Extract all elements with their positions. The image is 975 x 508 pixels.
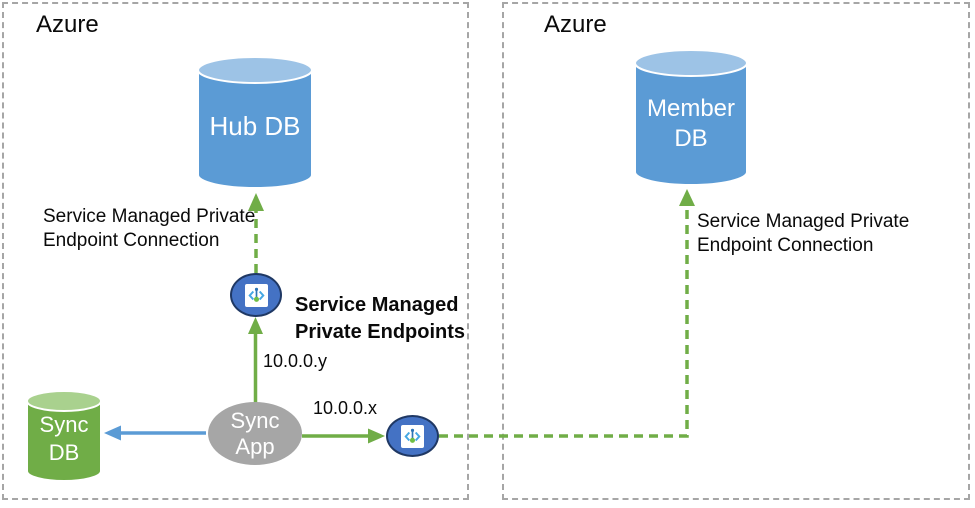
- member-db-label: Member DB: [646, 94, 736, 152]
- private-endpoint-icon: [401, 424, 424, 448]
- left-endpoint-connection-label: Service Managed Private Endpoint Connect…: [43, 206, 256, 251]
- azure-box-right: [502, 2, 970, 500]
- azure-region-title-right: Azure: [544, 11, 607, 38]
- hub-db-label: Hub DB: [209, 111, 301, 141]
- azure-box-left: [2, 2, 469, 500]
- service-managed-private-endpoints-title: Service Managed Private Endpoints: [295, 294, 466, 343]
- database-cylinder-shape: [26, 390, 102, 482]
- private-endpoint-upper: [230, 273, 282, 317]
- ip-address-x-label: 10.0.0.x: [313, 398, 378, 418]
- member-db-cylinder: Member DB: [633, 48, 749, 187]
- private-endpoint-icon: [244, 283, 268, 307]
- sync-db-label: Sync DB: [39, 412, 89, 465]
- private-endpoint-glyph: [404, 428, 421, 443]
- hub-db-cylinder: Hub DB: [196, 55, 314, 190]
- right-endpoint-connection-label: Service Managed Private Endpoint Connect…: [697, 211, 910, 256]
- sync-app-label: Sync App: [230, 407, 280, 459]
- sync-db-cylinder: Sync DB: [25, 390, 103, 482]
- database-cylinder-shape: [197, 56, 313, 189]
- sync-app-ellipse: Sync App: [208, 402, 302, 465]
- connector-sync-app-to-sync-db: [104, 425, 206, 441]
- ip-address-y-label: 10.0.0.y: [263, 351, 328, 371]
- private-endpoint-glyph: [247, 287, 265, 302]
- private-endpoint-bottom: [386, 415, 439, 457]
- azure-region-title-left: Azure: [36, 11, 99, 38]
- database-cylinder-shape: [634, 49, 748, 186]
- connector-sync-app-to-endpoint-bottom: [302, 428, 385, 444]
- connector-endpoint-to-hub-db: [248, 193, 264, 273]
- connector-sync-app-to-endpoint-upper: [248, 317, 263, 403]
- connector-endpoint-to-member-db: [439, 189, 695, 438]
